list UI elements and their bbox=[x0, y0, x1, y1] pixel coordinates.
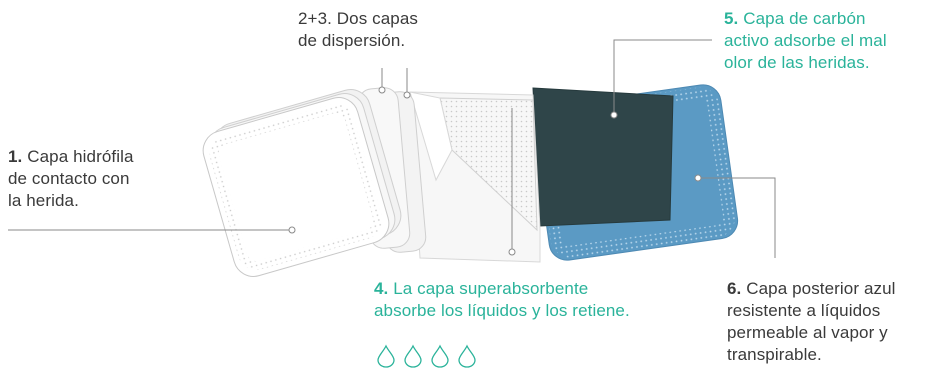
label-hydrophilic-number: 1. bbox=[8, 147, 23, 166]
label-backing-line-3: permeable al vapor y bbox=[727, 323, 888, 342]
leader-dots bbox=[288, 86, 702, 256]
label-carbon: 5. Capa de carbón activo adsorbe el mal … bbox=[724, 8, 887, 74]
label-dispersion-line-1: 2+3. Dos capas bbox=[298, 9, 419, 28]
label-hydrophilic-line-1: Capa hidrófila bbox=[27, 147, 134, 166]
drop-icon bbox=[458, 344, 476, 368]
label-carbon-number: 5. bbox=[724, 9, 739, 28]
label-hydrophilic-line-2: de contacto con bbox=[8, 169, 130, 188]
label-hydrophilic-line-3: la herida. bbox=[8, 191, 79, 210]
leader-lines bbox=[8, 39, 776, 258]
label-dispersion: 2+3. Dos capas de dispersión. bbox=[298, 8, 418, 52]
label-backing-line-4: transpirable. bbox=[727, 345, 822, 364]
hydrophilic-layer bbox=[202, 89, 402, 277]
label-carbon-line-1: Capa de carbón bbox=[743, 9, 866, 28]
label-superabsorbent-number: 4. bbox=[374, 279, 389, 298]
label-hydrophilic: 1. Capa hidrófila de contacto con la her… bbox=[8, 146, 134, 212]
label-backing: 6. Capa posterior azul resistente a líqu… bbox=[727, 278, 896, 366]
label-superabsorbent-line-2: absorbe los líquidos y los retiene. bbox=[374, 301, 630, 320]
label-carbon-line-3: olor de las heridas. bbox=[724, 53, 870, 72]
label-dispersion-line-2: de dispersión. bbox=[298, 31, 406, 50]
label-backing-number: 6. bbox=[727, 279, 742, 298]
label-backing-line-2: resistente a líquidos bbox=[727, 301, 881, 320]
drop-icon bbox=[404, 344, 422, 368]
label-carbon-line-2: activo adsorbe el mal bbox=[724, 31, 887, 50]
label-superabsorbent: 4. La capa superabsorbente absorbe los l… bbox=[374, 278, 630, 322]
carbon-layer bbox=[532, 87, 674, 227]
superabsorbent-layer bbox=[409, 91, 541, 263]
label-backing-line-1: Capa posterior azul bbox=[746, 279, 896, 298]
label-superabsorbent-line-1: La capa superabsorbente bbox=[393, 279, 589, 298]
drop-icons bbox=[377, 344, 476, 368]
drop-icon bbox=[431, 344, 449, 368]
drop-icon bbox=[377, 344, 395, 368]
